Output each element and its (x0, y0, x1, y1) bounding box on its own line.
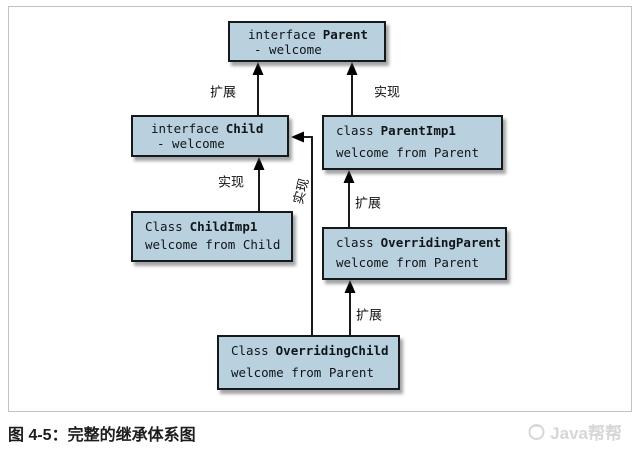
edge-overridingchild-to-child (303, 136, 313, 335)
node-title: interface Parent (248, 27, 378, 42)
node-keyword: Class (231, 343, 269, 358)
figure-caption: 图 4-5：完整的继承体系图 (8, 427, 196, 444)
watermark: Java帮帮 (527, 419, 622, 444)
arrowhead-parentimp1-to-parent (346, 62, 358, 75)
arrowhead-overridingchild-to-overridingparent (344, 280, 356, 293)
label-extend-overridingchild-overridingparent: 扩展 (355, 308, 383, 324)
node-body: welcome from Parent (336, 255, 479, 270)
node-title: class ParentImp1 (336, 123, 491, 138)
node-name: OverridingChild (275, 343, 389, 358)
javabangbang-logo-icon (528, 424, 545, 440)
node-name: OverridingParent (380, 235, 502, 250)
node-name: ParentImp1 (380, 123, 456, 138)
node-keyword: class (336, 235, 374, 250)
node-name: Parent (322, 27, 368, 42)
node-title: class OverridingParent (336, 235, 501, 250)
node-body: - welcome (254, 42, 322, 57)
node-class-overridingchild: Class OverridingChild welcome from Parent (217, 335, 400, 390)
node-class-parentimp1: class ParentImp1 welcome from Parent (322, 115, 503, 170)
node-keyword: interface (151, 121, 219, 136)
arrowhead-child-to-parent (252, 62, 264, 75)
node-keyword: Class (145, 219, 183, 234)
node-class-childimp1: Class ChildImp1 welcome from Child (131, 211, 293, 262)
node-name: Child (225, 121, 264, 136)
node-body: welcome from Parent (231, 365, 374, 380)
node-body: welcome from Parent (336, 145, 479, 160)
node-body: welcome from Child (145, 237, 281, 252)
node-interface-parent: interface Parent - welcome (228, 21, 386, 62)
label-implement-parentimp1-parent: 实现 (373, 85, 401, 101)
node-keyword: interface (248, 27, 316, 42)
node-body: - welcome (157, 136, 225, 151)
label-implement-childimp1-child: 实现 (217, 175, 245, 191)
watermark-text: Java帮帮 (550, 424, 622, 443)
arrowhead-overridingchild-to-child (291, 131, 304, 143)
node-keyword: class (336, 123, 374, 138)
node-title: Class ChildImp1 (145, 219, 281, 234)
arrowhead-childimp1-to-child (253, 157, 265, 170)
node-title: interface Child (151, 121, 281, 136)
node-name: ChildImp1 (189, 219, 258, 234)
label-extend-child-parent: 扩展 (209, 85, 237, 101)
arrowhead-overridingparent-to-parentimp1 (343, 170, 355, 183)
node-class-overridingparent: class OverridingParent welcome from Paren… (322, 227, 507, 280)
node-interface-child: interface Child - welcome (131, 115, 289, 157)
label-extend-overridingparent-parentimp1: 扩展 (354, 196, 382, 212)
node-title: Class OverridingChild (231, 343, 389, 358)
